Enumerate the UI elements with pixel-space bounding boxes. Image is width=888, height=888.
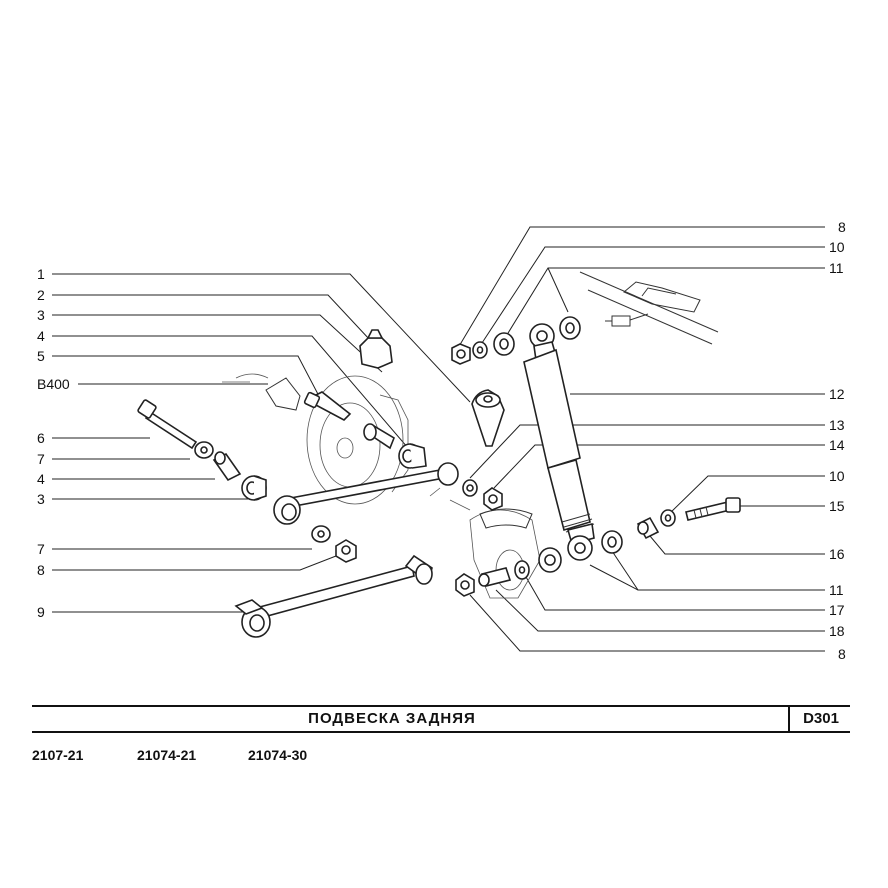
- callout-17: 17: [829, 602, 845, 618]
- shock-absorber-part-12: [523, 323, 595, 561]
- bolt-part-15: [685, 497, 741, 521]
- callout-8-left: 8: [37, 562, 45, 578]
- callout-5: 5: [37, 348, 45, 364]
- nut-part-8-lower: [455, 573, 475, 597]
- bushing-part-11-lower: [601, 530, 623, 554]
- bushing-part-11-top-left: [493, 332, 515, 356]
- bump-stop-part-2: [359, 329, 393, 369]
- callout-8-bottom: 8: [838, 646, 846, 662]
- title-block: ПОДВЕСКА ЗАДНЯЯ D301: [32, 705, 850, 733]
- washer-part-17: [514, 560, 530, 580]
- lower-control-rod-part-9: [234, 554, 433, 638]
- bushing-part-3-lower: [241, 475, 267, 501]
- title-divider: [788, 707, 790, 731]
- callout-1: 1: [37, 266, 45, 282]
- callout-7-lower: 7: [37, 541, 45, 557]
- sleeve-part-16: [636, 516, 660, 540]
- callout-16: 16: [829, 546, 845, 562]
- callout-3-lower: 3: [37, 491, 45, 507]
- bushing-part-11-top-right: [559, 316, 581, 340]
- bolt-part-5: [303, 391, 352, 421]
- upper-control-rod: [273, 462, 459, 525]
- bolt-part-6: [137, 399, 198, 450]
- callout-10-top: 10: [829, 239, 845, 255]
- callout-6: 6: [37, 430, 45, 446]
- bushing-part-3-upper: [398, 443, 427, 469]
- callout-11-top: 11: [829, 260, 844, 276]
- body-bracket: [579, 271, 719, 345]
- callout-13: 13: [829, 417, 845, 433]
- callout-11-bottom: 11: [829, 582, 844, 598]
- callout-2: 2: [37, 287, 45, 303]
- washer-part-10-lower: [660, 509, 676, 527]
- washer-part-7-lower: [311, 525, 331, 543]
- washer-part-10-top: [472, 341, 488, 359]
- nut-part-8-left: [335, 539, 357, 563]
- leader-lines-left: [52, 273, 471, 613]
- spacer-part-13: [462, 479, 478, 497]
- nut-part-8-top: [451, 343, 471, 365]
- diagram-code: D301: [803, 710, 839, 727]
- callout-12: 12: [829, 386, 845, 402]
- callout-3: 3: [37, 307, 45, 323]
- diagram-title: ПОДВЕСКА ЗАДНЯЯ: [308, 710, 476, 727]
- callout-15: 15: [829, 498, 845, 514]
- leader-lines-right: [457, 226, 825, 652]
- callout-7: 7: [37, 451, 45, 467]
- sleeve-part-4-lower: [212, 451, 242, 482]
- washer-part-7-upper: [194, 441, 214, 459]
- nut-part-14: [483, 487, 503, 511]
- callout-10-mid: 10: [829, 468, 845, 484]
- model-code-1: 2107-21: [32, 747, 84, 763]
- model-code-3: 21074-30: [248, 747, 308, 763]
- bushing-part-4-upper: [363, 423, 395, 450]
- callout-4-lower: 4: [37, 471, 45, 487]
- model-code-2: 21074-21: [137, 747, 197, 763]
- callout-18: 18: [829, 623, 845, 639]
- bump-stop-part-1: [471, 389, 505, 447]
- callout-b400: B400: [37, 376, 70, 392]
- sleeve-part-18: [478, 567, 512, 587]
- callout-9: 9: [37, 604, 45, 620]
- callout-8-top: 8: [838, 219, 846, 235]
- callout-14: 14: [829, 437, 845, 453]
- bushing-part-11-center: [538, 547, 562, 573]
- callout-4: 4: [37, 328, 45, 344]
